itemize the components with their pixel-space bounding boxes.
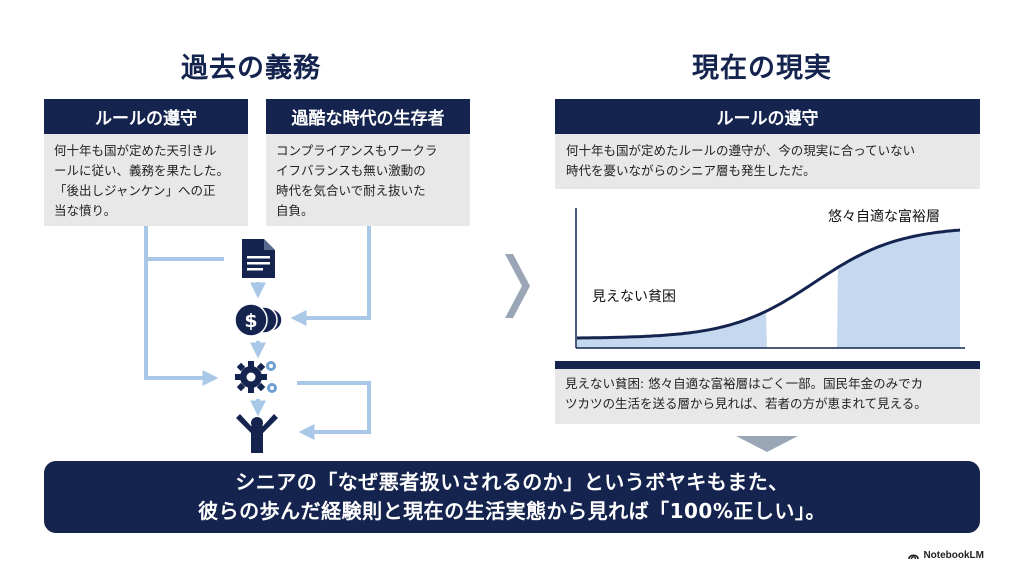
- text-line: コンプライアンスもワークラ: [276, 143, 438, 158]
- note-top-rule: [555, 361, 980, 369]
- text-line: 何十年も国が定めた天引きル: [54, 143, 217, 158]
- card-header-survivor: 過酷な時代の生存者: [266, 99, 470, 134]
- svg-text:$: $: [244, 310, 257, 332]
- text-line: イフバランスも無い激動の: [276, 163, 426, 178]
- trend-curve: [577, 228, 961, 340]
- notebooklm-logo-icon: [908, 554, 920, 560]
- banner-line: 彼らの歩んだ経験則と現在の生活実態から見れば「100%正しい」。: [198, 499, 826, 523]
- text-line: ールに従い、義務を果たした。: [54, 163, 230, 178]
- chevron-right-icon: [505, 254, 530, 318]
- brand-label: NotebookLM: [923, 550, 984, 561]
- connector-left-to-document: [144, 226, 224, 261]
- card-header-right: ルールの遵守: [555, 99, 980, 134]
- label-affluent-retirees: 悠々自適な富裕層: [828, 209, 940, 225]
- label-invisible-poverty: 見えない貧困: [592, 289, 676, 305]
- right-section-title: 現在の現実: [692, 53, 832, 84]
- card-body-survivor: コンプライアンスもワークラ イフバランスも無い激動の 時代を気合いで耐え抜いた …: [266, 134, 470, 226]
- conclusion-banner: シニアの「なぜ悪者扱いされるのか」というボヤキもまた、 彼らの歩んだ経験則と現在…: [44, 461, 980, 533]
- text-line: 「後出しジャンケン」への正: [54, 183, 216, 198]
- text-line: 自負。: [276, 203, 314, 218]
- text-line: 時代を気合いで耐え抜いた: [276, 183, 426, 198]
- person-raising-arms-icon: [236, 414, 278, 453]
- banner-line: シニアの「なぜ悪者扱いされるのか」というボヤキもまた、: [235, 470, 789, 494]
- wealth-distribution-chart: [575, 208, 965, 349]
- area-wealthy: [837, 230, 960, 348]
- connector-return-to-person: [297, 381, 371, 440]
- notebooklm-brand: NotebookLM: [908, 550, 984, 561]
- down-arrow-icon: [736, 436, 798, 452]
- note-box: 見えない貧困: 悠々自適な富裕層はごく一部。国民年金のみでカ ツカツの生活を送る…: [555, 369, 980, 424]
- connector-right-to-coins: [290, 226, 371, 326]
- card-header-rule-compliance: ルールの遵守: [44, 99, 248, 134]
- gears-icon: [235, 361, 277, 393]
- text-line: 何十年も国が定めたルールの遵守が、今の現実に合っていない: [566, 143, 916, 158]
- area-poverty: [577, 311, 767, 348]
- document-icon: [242, 239, 275, 278]
- text-line: ツカツの生活を送る層から見れば、若者の方が恵まれて見える。: [565, 396, 927, 411]
- connector-left-to-gears: [144, 259, 219, 386]
- left-section-title: 過去の義務: [181, 53, 321, 84]
- card-body-rule-compliance: 何十年も国が定めた天引きル ールに従い、義務を果たした。 「後出しジャンケン」へ…: [44, 134, 248, 226]
- text-line: 当な憤り。: [54, 203, 117, 218]
- text-line: 見えない貧困: 悠々自適な富裕層はごく一部。国民年金のみでカ: [565, 376, 924, 391]
- text-line: 時代を憂いながらのシニア層も発生しただ。: [566, 163, 816, 178]
- coins-icon: $: [234, 303, 283, 337]
- card-body-right: 何十年も国が定めたルールの遵守が、今の現実に合っていない 時代を憂いながらのシニ…: [555, 134, 980, 189]
